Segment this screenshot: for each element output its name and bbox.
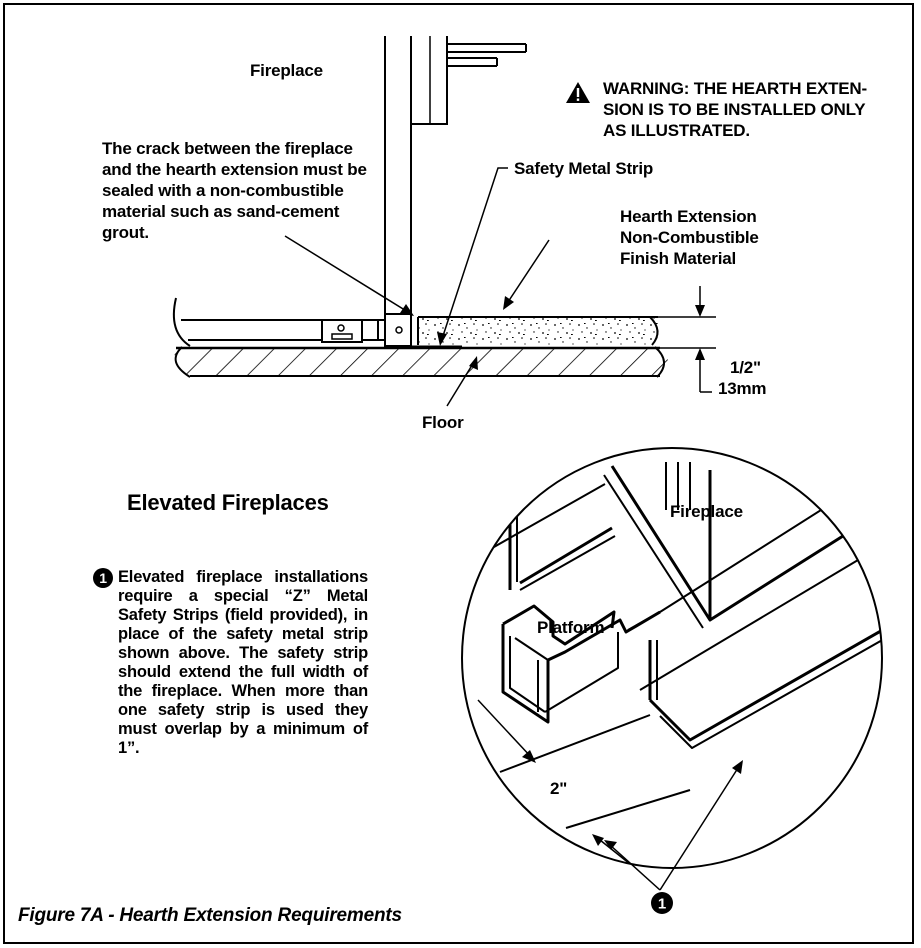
figure-caption: Figure 7A - Hearth Extension Requirement… bbox=[18, 905, 402, 926]
section-title: Elevated Fireplaces bbox=[127, 490, 329, 515]
numbered-bullet-icon: 1 bbox=[93, 568, 113, 588]
warning-triangle-icon bbox=[566, 82, 590, 103]
elevated-detail-view bbox=[461, 447, 883, 891]
warning-line-1: WARNING: THE HEARTH EXTEN- bbox=[603, 79, 867, 98]
numbered-callout-icon: 1 bbox=[651, 892, 673, 914]
crack-note-line: grout. bbox=[102, 223, 149, 242]
platform-label: Platform bbox=[537, 618, 605, 637]
dimension-mm-label: 13mm bbox=[718, 379, 767, 398]
floor-label: Floor bbox=[422, 413, 464, 432]
fireplace-detail-label: Fireplace bbox=[670, 502, 743, 521]
crack-note: The crack between the fireplace and the … bbox=[102, 138, 402, 243]
figure-frame bbox=[3, 3, 914, 944]
hearth-label-line: Non-Combustible bbox=[620, 228, 759, 247]
svg-text:1: 1 bbox=[658, 896, 666, 913]
warning-line-3: AS ILLUSTRATED. bbox=[603, 121, 750, 140]
crack-note-line: material such as sand-cement bbox=[102, 202, 340, 221]
section-view bbox=[172, 36, 716, 407]
hearth-extension-label: Hearth Extension Non-Combustible Finish … bbox=[620, 206, 759, 269]
dimension-2in-label: 2" bbox=[550, 779, 568, 798]
warning-line-2: SION IS TO BE INSTALLED ONLY bbox=[603, 100, 866, 119]
fireplace-label: Fireplace bbox=[250, 61, 323, 80]
elevated-note: Elevated fireplace installations require… bbox=[118, 568, 368, 757]
warning-text: WARNING: THE HEARTH EXTEN- SION IS TO BE… bbox=[603, 78, 893, 141]
crack-note-line: and the hearth extension must be bbox=[102, 160, 367, 179]
crack-note-line: The crack between the fireplace bbox=[102, 139, 353, 158]
dimension-inch-label: 1/2" bbox=[730, 358, 761, 377]
hearth-label-line: Hearth Extension bbox=[620, 207, 757, 226]
elevated-note-block: 1 Elevated fireplace installations requi… bbox=[93, 568, 393, 757]
hearth-label-line: Finish Material bbox=[620, 249, 737, 268]
crack-note-line: sealed with a non-combustible bbox=[102, 181, 344, 200]
safety-metal-strip-label: Safety Metal Strip bbox=[514, 159, 654, 178]
